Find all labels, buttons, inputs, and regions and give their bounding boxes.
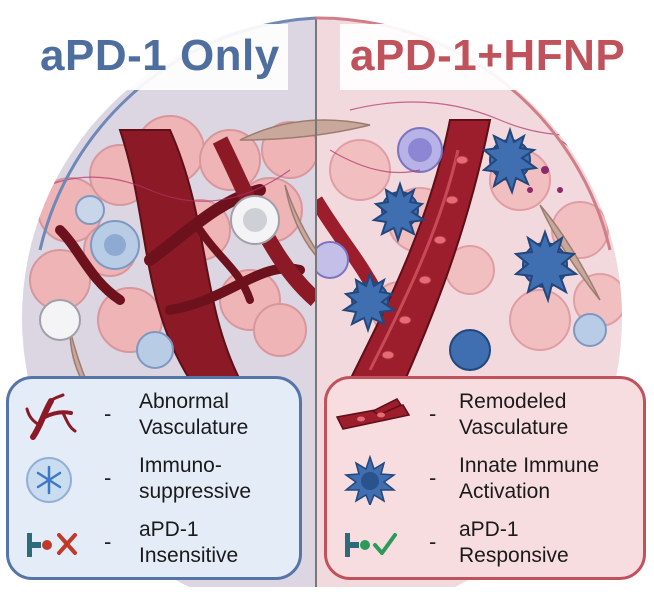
dash: - (429, 465, 437, 490)
legend-left-label-immunosuppressive: Immuno- suppressive (139, 454, 252, 503)
legend-left-label-abnormal-vasculature: Abnormal Vasculature (139, 390, 249, 439)
dc-2 (371, 180, 427, 244)
antibody-cross-icon (23, 519, 81, 569)
legend-right-row-3: - aPD-1 Responsive (327, 515, 643, 575)
legend-right-row-2: - Innate Immune Activation (327, 451, 643, 511)
legend-right-label-remodeled-vasculature: Remodeled Vasculature (459, 390, 569, 439)
legend-left-row-2: - Immuno- suppressive (9, 451, 299, 511)
legend-right-label-innate-immune-activation: Innate Immune Activation (459, 454, 600, 503)
legend-panel-left: - Abnormal Vasculature - Immuno- suppres… (6, 376, 302, 580)
remodeled-vessel-icon (333, 391, 413, 441)
title-apd1-only: aPD-1 Only (40, 31, 280, 80)
legend-panel-right: - Remodeled Vasculature - Innate Immune … (324, 376, 646, 580)
dash: - (104, 465, 112, 490)
dash: - (429, 529, 437, 554)
dc-1 (481, 126, 539, 195)
legend-right-row-1: - Remodeled Vasculature (327, 387, 643, 447)
antibody-check-icon (341, 519, 399, 569)
legend-left-row-1: - Abnormal Vasculature (9, 387, 299, 447)
legend-left-row-3: - aPD-1 Insensitive (9, 515, 299, 575)
dash: - (429, 401, 437, 426)
frozen-cell-icon (23, 455, 81, 505)
title-apd1-hfnp: aPD-1+HFNP (350, 31, 626, 80)
vessel-branch-icon (23, 391, 81, 441)
dc-4 (341, 270, 397, 334)
dendritic-cell-icon (341, 454, 399, 508)
dash: - (104, 401, 112, 426)
dc-5 (449, 329, 491, 371)
legend-right-label-apd1-responsive: aPD-1 Responsive (459, 518, 569, 567)
dc-3 (513, 229, 579, 304)
dash: - (104, 529, 112, 554)
legend-left-label-apd1-insensitive: aPD-1 Insensitive (139, 518, 239, 567)
